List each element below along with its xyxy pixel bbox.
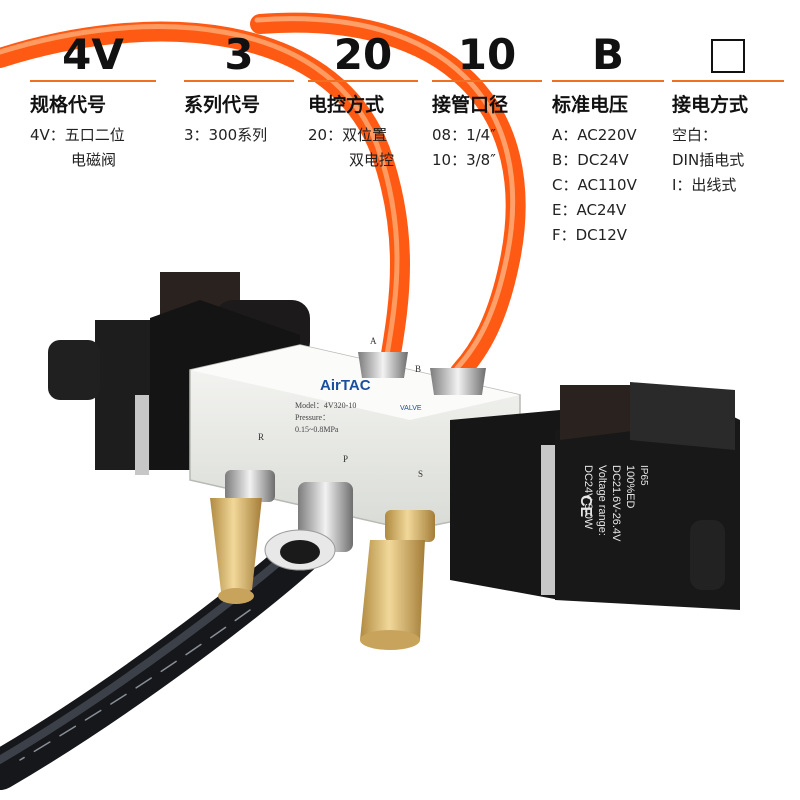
spec-description: 空白： DIN插电式 I：出线式 — [672, 123, 784, 198]
spec-line: DIN插电式 — [672, 151, 745, 169]
spec-code — [672, 30, 784, 80]
right-muffler — [360, 510, 435, 650]
coil-range-value: DC21.6V-26.4V — [610, 465, 622, 542]
spec-description: 08：1/4″ 10：3/8″ — [432, 123, 542, 173]
spec-code: 4V — [62, 30, 124, 79]
spec-line: 4V：五口二位 — [30, 126, 125, 144]
spec-column-port: 10 接管口径 08：1/4″ 10：3/8″ — [432, 30, 542, 173]
spec-line: F：DC12V — [552, 226, 628, 244]
spec-line: C：AC110V — [552, 176, 637, 194]
spec-description: 3：300系列 — [184, 123, 294, 148]
spec-line: B：DC24V — [552, 151, 629, 169]
spec-title: 电控方式 — [308, 94, 385, 116]
spec-line: A：AC220V — [552, 126, 637, 144]
spec-column-size: 4V 规格代号 4V：五口二位 电磁阀 — [30, 30, 156, 173]
top-fittings — [358, 352, 486, 395]
spec-line: 空白： — [672, 126, 718, 144]
spec-line: I：出线式 — [672, 176, 737, 194]
spec-line: 3：300系列 — [184, 126, 268, 144]
port-label-r: R — [258, 432, 264, 442]
spec-code: 10 — [457, 30, 517, 79]
spec-title: 接管口径 — [432, 94, 509, 116]
pressure-range: 0.15~0.8MPa — [295, 425, 339, 434]
port-label-s: S — [418, 469, 423, 479]
coil-voltage-text: DC24V 3.0W — [582, 465, 594, 530]
right-solenoid-coil: DC24V 3.0W Voltage range: DC21.6V-26.4V … — [450, 382, 740, 610]
blank-box-icon — [711, 39, 745, 73]
spec-divider — [184, 80, 294, 82]
coil-duty-text: 100%ED — [624, 465, 636, 508]
valve-word: VALVE — [400, 405, 422, 412]
left-muffler — [210, 470, 275, 604]
spec-title: 系列代号 — [184, 94, 261, 116]
spec-line: 20：双位置 — [308, 126, 388, 144]
black-tube — [0, 535, 320, 790]
port-label-b: B — [415, 364, 421, 374]
spec-title: 接电方式 — [672, 94, 749, 116]
spec-line: 10：3/8″ — [432, 151, 496, 169]
spec-divider — [30, 80, 156, 82]
spec-code: 3 — [224, 30, 254, 79]
spec-title: 标准电压 — [552, 94, 629, 116]
spec-description: 20：双位置 双电控 — [308, 123, 418, 173]
center-fitting — [264, 482, 353, 571]
spec-description: 4V：五口二位 电磁阀 — [30, 123, 156, 173]
spec-divider — [432, 80, 542, 82]
ce-mark: CE — [577, 495, 594, 518]
brand-label: AirTAC — [320, 377, 371, 394]
spec-line: 08：1/4″ — [432, 126, 496, 144]
spec-column-series: 3 系列代号 3：300系列 — [184, 30, 294, 148]
spec-divider — [308, 80, 418, 82]
spec-description: A：AC220V B：DC24V C：AC110V E：AC24V F：DC12… — [552, 123, 664, 248]
coil-range-label: Voltage range: — [596, 465, 608, 536]
pressure-label: Pressure： — [295, 413, 330, 422]
port-label-a: A — [370, 336, 377, 346]
spec-line: E：AC24V — [552, 201, 627, 219]
spec-line: 电磁阀 — [71, 151, 117, 169]
coil-ip-rating: IP65 — [638, 465, 649, 486]
model-label: Model：4V320-10 — [295, 401, 356, 410]
spec-column-control: 20 电控方式 20：双位置 双电控 — [308, 30, 418, 173]
spec-column-connection: 接电方式 空白： DIN插电式 I：出线式 — [672, 30, 784, 198]
spec-divider — [552, 80, 664, 82]
spec-column-voltage: B 标准电压 A：AC220V B：DC24V C：AC110V E：AC24V… — [552, 30, 664, 248]
spec-divider — [672, 80, 784, 82]
spec-line: 双电控 — [349, 151, 395, 169]
spec-code: B — [591, 30, 624, 79]
orange-tube — [0, 12, 526, 382]
spec-code: 20 — [333, 30, 393, 79]
spec-title: 规格代号 — [30, 94, 107, 116]
port-label-p: P — [343, 454, 348, 464]
